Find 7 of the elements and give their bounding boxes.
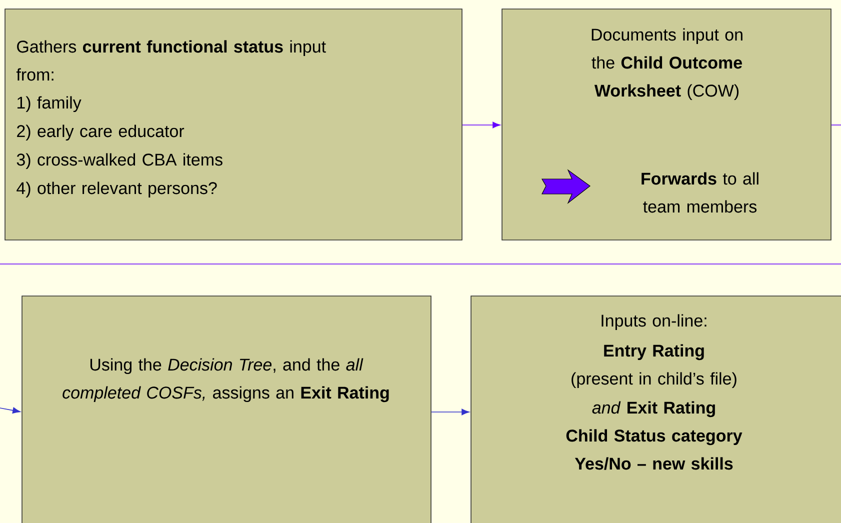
arrow (431, 408, 470, 416)
process-box: Using the Decision Tree, and the all completed COSFs, assigns an Exit Rating (22, 296, 432, 523)
arrow (462, 122, 500, 128)
arrow (0, 407, 20, 414)
process-box: Documents input on the Child Outcome Worksheet (COW) Forwards to all team members (502, 8, 832, 240)
process-box: Inputs on-line: Entry Rating (present in child’s file) and Exit Rating Child Status category Yes/No – new skills (470, 296, 841, 523)
process-box: Gathers current functional status input from: 1) family 2) early care educator 3) cross-walked CBA items 4) other relevant persons? (4, 8, 462, 240)
